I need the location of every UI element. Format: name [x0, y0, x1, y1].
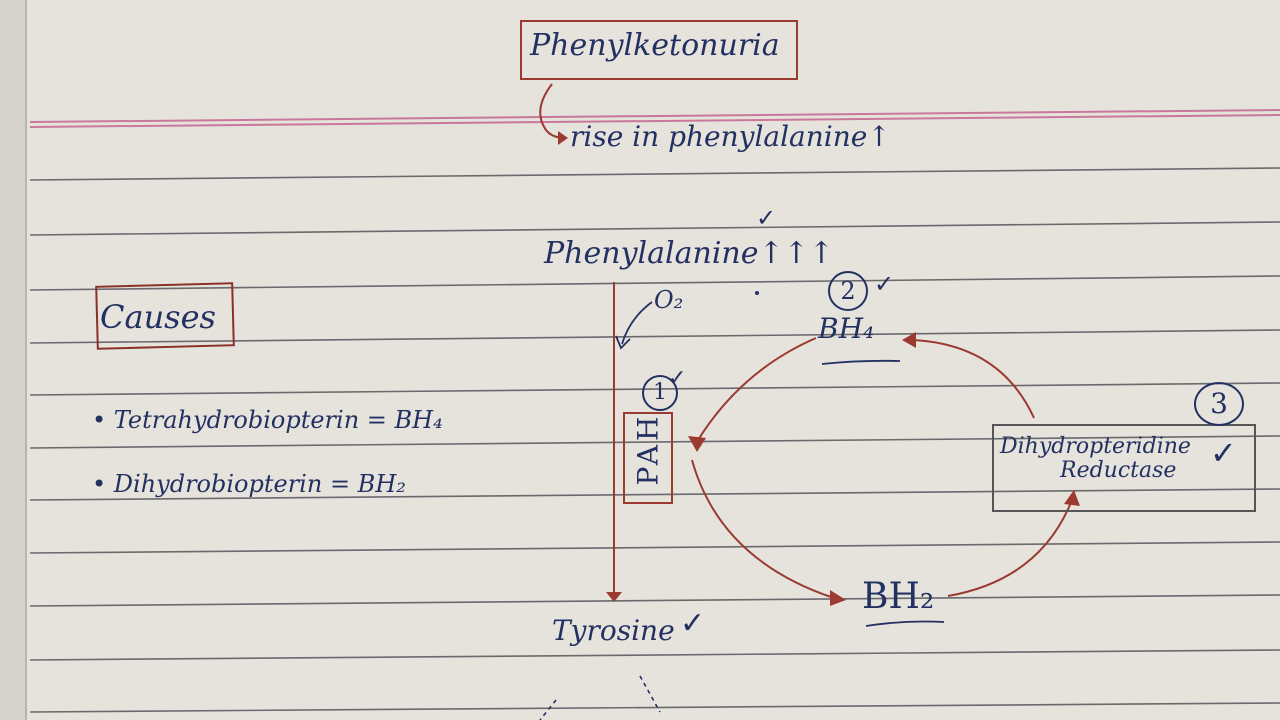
page-title: Phenylketonuria: [530, 28, 780, 63]
check-icon: ✓: [874, 270, 895, 298]
cycle-arrow-pah-to-bh2: [691, 459, 835, 599]
check-icon: ✓: [680, 606, 706, 641]
tyrosine-label: Tyrosine: [552, 614, 675, 647]
oxygen-label: O₂: [654, 286, 684, 314]
causes-heading: Causes: [100, 298, 216, 336]
oxygen-arrow: [621, 301, 653, 345]
reductase-label-line2: Reductase: [1060, 458, 1177, 483]
cycle-arrow-head-reductase: [1064, 490, 1080, 506]
main-pathway-arrow-head: [606, 592, 622, 602]
pah-enzyme-label: PAH: [631, 412, 665, 486]
check-icon: ✓: [668, 366, 687, 391]
bh2-label: BH₂: [862, 576, 935, 617]
title-arrow-head: [558, 131, 568, 145]
binder-edge: [0, 0, 27, 720]
ink-dot: [755, 291, 759, 295]
check-icon: ✓: [756, 204, 777, 232]
phenylalanine-label: Phenylalanine↑↑↑: [544, 236, 834, 271]
lower-dashed-arrows: [539, 675, 661, 720]
step-number-2: 2: [828, 271, 868, 311]
step-number-1: 1: [642, 375, 678, 411]
reductase-box: [992, 424, 1256, 512]
cycle-arrow-reductase-to-bh4: [911, 339, 1035, 419]
rise-text: rise in phenylalanine↑: [570, 120, 891, 153]
oxygen-arrow-head: [615, 335, 631, 350]
cycle-arrow-head-bh2: [830, 590, 846, 606]
bh4-underline: [821, 359, 901, 365]
title-arrow: [539, 83, 567, 139]
check-icon: ✓: [1210, 434, 1237, 472]
bh4-label: BH₄: [818, 312, 875, 345]
cycle-arrow-head-pah: [688, 436, 706, 452]
step-number-3: 3: [1194, 382, 1244, 426]
reductase-label-line1: Dihydropteridine: [1000, 434, 1191, 459]
bh2-underline: [865, 620, 945, 627]
cause-item-bh2: • Dihydrobiopterin = BH₂: [92, 470, 406, 498]
cycle-arrow-bh4-to-pah: [697, 337, 817, 441]
title-box: [520, 20, 798, 80]
cause-item-bh4: • Tetrahydrobiopterin = BH₄: [92, 406, 443, 434]
top-margin-line: [29, 109, 1280, 128]
pah-box: [623, 412, 673, 504]
cycle-arrow-head-bh4: [902, 332, 916, 348]
cycle-arrow-bh2-to-reductase: [947, 499, 1073, 597]
